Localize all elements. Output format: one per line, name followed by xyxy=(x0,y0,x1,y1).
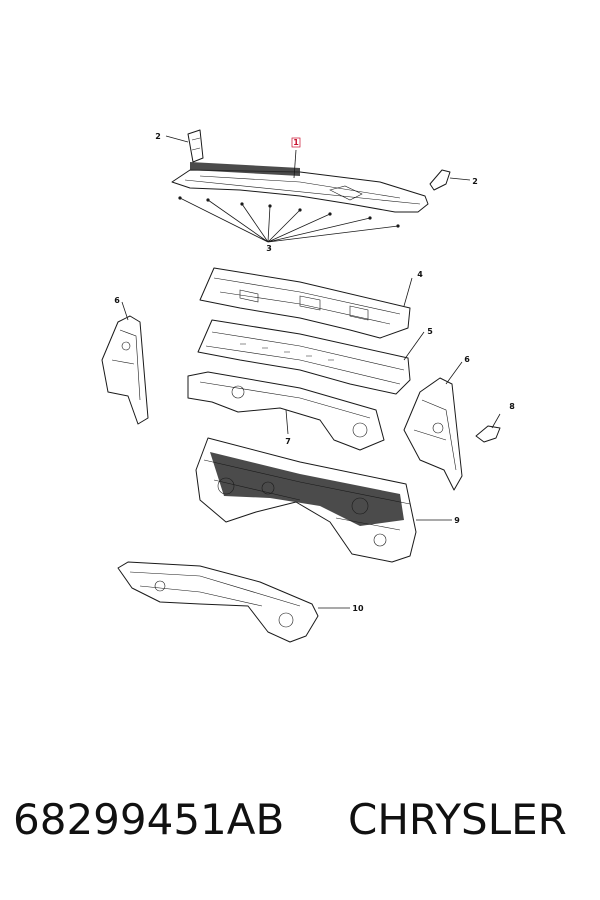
part-3-fasteners xyxy=(178,196,400,243)
part-7-dash-upper xyxy=(187,371,385,451)
part-8-small-bracket xyxy=(475,413,501,443)
callout-2-right: 2 xyxy=(472,177,478,186)
part-4-cowl-reinforcement xyxy=(199,267,411,339)
part-1-cowl-panel xyxy=(171,162,429,213)
footer: 68299451AB CHRYSLER xyxy=(0,795,600,865)
brand-name: CHRYSLER xyxy=(348,795,567,844)
exploded-parts-diagram: 1 2 2 3 4 5 6 6 7 8 9 10 xyxy=(101,129,515,643)
callout-1: 1 xyxy=(293,138,299,147)
part-10-lower-crossmember xyxy=(117,561,350,643)
callout-4: 4 xyxy=(417,270,423,279)
part-5-cowl-lower-panel xyxy=(197,319,411,395)
callout-8: 8 xyxy=(509,402,515,411)
callout-2-left: 2 xyxy=(155,132,161,141)
part-2-bracket-left xyxy=(187,129,204,163)
callout-1-box xyxy=(291,137,301,148)
callout-5: 5 xyxy=(427,327,433,336)
callout-7: 7 xyxy=(285,437,291,446)
leader-lines xyxy=(121,135,471,385)
callout-6-right: 6 xyxy=(464,355,470,364)
callout-9: 9 xyxy=(454,516,460,525)
part-6-side-panel-left xyxy=(101,315,149,425)
callout-3: 3 xyxy=(266,244,272,253)
part-9-dash-panel xyxy=(195,437,452,563)
callout-6-left: 6 xyxy=(114,296,120,305)
callout-10: 10 xyxy=(352,604,364,613)
part-number: 68299451AB xyxy=(13,795,285,844)
part-6-side-panel-right xyxy=(403,377,463,491)
part-2-bracket-right xyxy=(429,169,451,191)
